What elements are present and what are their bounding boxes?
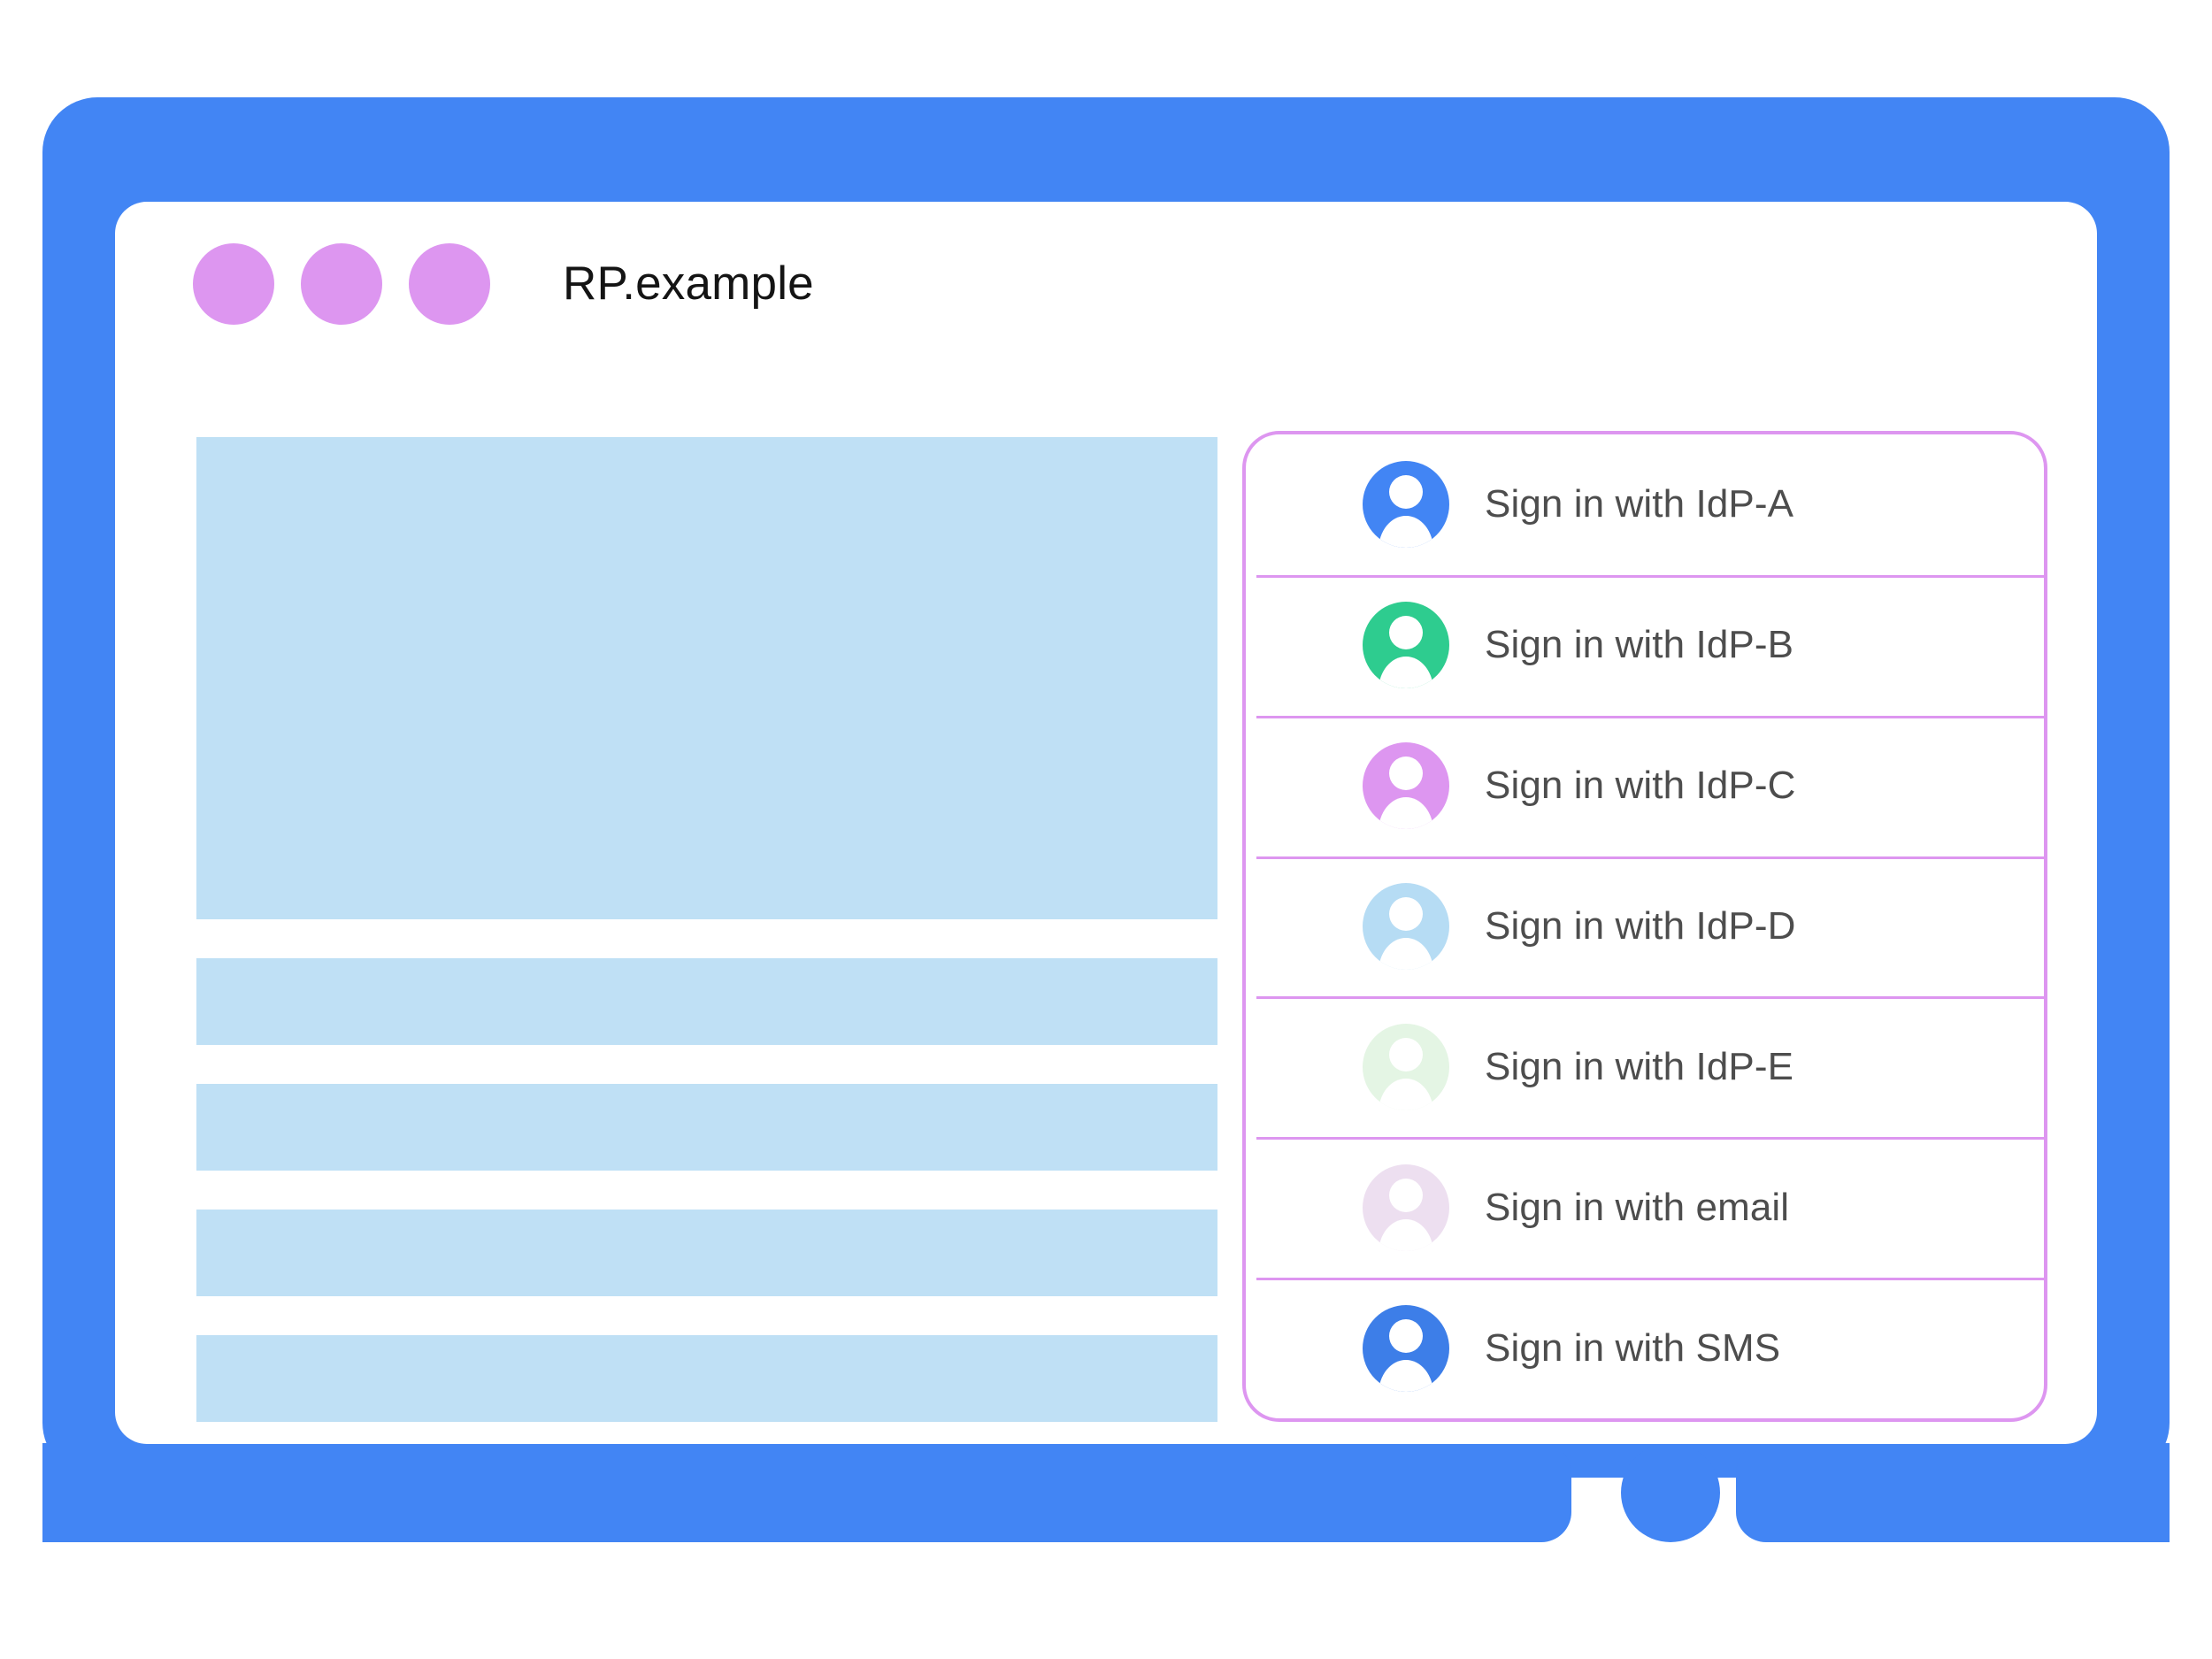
page-title: RP.example: [563, 257, 814, 310]
signin-option-label: Sign in with SMS: [1485, 1325, 1781, 1370]
signin-option-label: Sign in with email: [1485, 1185, 1790, 1229]
avatar-body-icon: [1379, 797, 1433, 830]
account-chooser-dialog: Sign in with IdP-A Sign in with IdP-B Si…: [1242, 431, 2047, 1422]
signin-option-idp-c[interactable]: Sign in with IdP-C: [1246, 715, 2044, 856]
avatar-icon: [1363, 742, 1449, 830]
signin-option-idp-d[interactable]: Sign in with IdP-D: [1246, 856, 2044, 997]
avatar-head-icon: [1389, 1037, 1423, 1071]
avatar-body-icon: [1379, 1359, 1433, 1392]
avatar-head-icon: [1389, 897, 1423, 931]
device-bottom-bar-right: [1736, 1443, 2170, 1542]
signin-option-email[interactable]: Sign in with email: [1246, 1137, 2044, 1278]
avatar-icon: [1363, 1164, 1449, 1251]
content-placeholder-bar-4: [196, 1335, 1217, 1422]
home-button[interactable]: [1621, 1443, 1720, 1542]
avatar-head-icon: [1389, 475, 1423, 510]
avatar-icon: [1363, 1023, 1449, 1110]
avatar-icon: [1363, 1304, 1449, 1392]
content-placeholder-bar-1: [196, 958, 1217, 1045]
signin-option-label: Sign in with IdP-C: [1485, 764, 1796, 808]
avatar-icon: [1363, 461, 1449, 549]
device-bottom-bar-left: [42, 1443, 1571, 1542]
avatar-body-icon: [1379, 1078, 1433, 1110]
signin-option-label: Sign in with IdP-B: [1485, 623, 1794, 667]
avatar-icon: [1363, 602, 1449, 689]
avatar-body-icon: [1379, 657, 1433, 689]
content-placeholder-hero: [196, 437, 1217, 919]
avatar-head-icon: [1389, 1318, 1423, 1353]
content-placeholder-bar-3: [196, 1210, 1217, 1296]
signin-option-idp-b[interactable]: Sign in with IdP-B: [1246, 574, 2044, 716]
avatar-head-icon: [1389, 757, 1423, 791]
avatar-icon: [1363, 883, 1449, 970]
signin-option-sms[interactable]: Sign in with SMS: [1246, 1278, 2044, 1418]
signin-option-label: Sign in with IdP-A: [1485, 482, 1794, 526]
signin-option-label: Sign in with IdP-D: [1485, 904, 1796, 948]
signin-option-idp-a[interactable]: Sign in with IdP-A: [1246, 434, 2044, 575]
window-dot-1-icon[interactable]: [193, 242, 274, 325]
page-content: [196, 437, 1217, 1422]
content-placeholder-bar-2: [196, 1084, 1217, 1171]
window-titlebar: RP.example: [115, 202, 2097, 365]
signin-option-label: Sign in with IdP-E: [1485, 1044, 1794, 1088]
signin-options-list: Sign in with IdP-A Sign in with IdP-B Si…: [1246, 434, 2044, 1418]
avatar-body-icon: [1379, 516, 1433, 549]
avatar-body-icon: [1379, 938, 1433, 970]
avatar-head-icon: [1389, 1178, 1423, 1212]
avatar-body-icon: [1379, 1218, 1433, 1251]
avatar-head-icon: [1389, 616, 1423, 650]
window-dot-2-icon[interactable]: [301, 242, 382, 325]
window-dot-3-icon[interactable]: [409, 242, 490, 325]
signin-option-idp-e[interactable]: Sign in with IdP-E: [1246, 996, 2044, 1137]
